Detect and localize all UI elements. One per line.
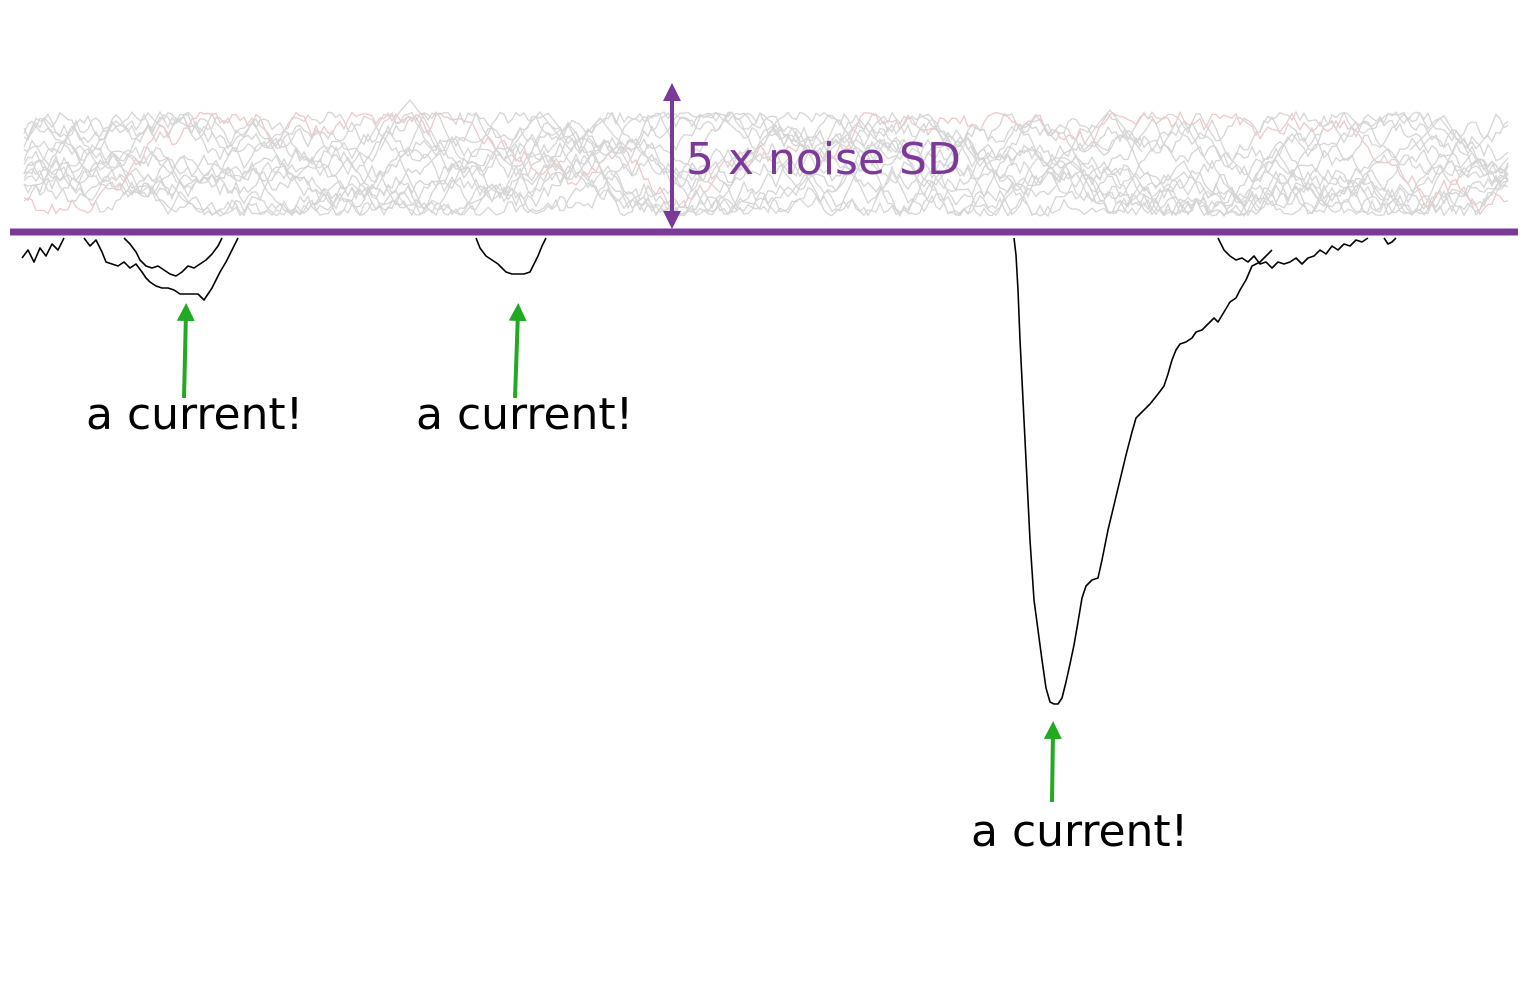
current-label-3: a current!	[971, 806, 1188, 857]
trace-tail-blip	[1383, 237, 1397, 245]
noise-sweep	[23, 145, 1509, 217]
current-arrow-2	[508, 303, 527, 399]
noise-spike	[1409, 116, 1473, 153]
trace-current-1-sweep-b	[83, 237, 239, 301]
noise-sweep	[23, 112, 1509, 210]
baseline-noise-band	[23, 98, 1509, 218]
noise-sweep	[23, 150, 1509, 217]
noise-sweep	[23, 111, 1509, 217]
threshold-label: 5 x noise SD	[686, 134, 961, 185]
noise-spike	[509, 110, 573, 153]
trace-current-1-sweep-c	[123, 237, 223, 277]
current-label-1: a current!	[86, 389, 303, 440]
event-traces	[21, 237, 1397, 705]
current-arrow-3	[1043, 721, 1062, 803]
trace-current-3	[1013, 237, 1273, 705]
noise-sweep	[23, 110, 1509, 217]
current-arrow-1	[176, 303, 195, 399]
noise-sweep	[23, 111, 1509, 209]
trace-current-1-sweep-a	[21, 237, 65, 263]
noise-sweep	[23, 138, 1509, 217]
noise-spike	[829, 118, 893, 153]
noise-spike	[569, 116, 633, 153]
trace-current-2	[475, 237, 547, 275]
noise-sweep	[23, 110, 1509, 216]
trace-current-3-tail	[1217, 237, 1369, 269]
noise-spike	[1079, 108, 1143, 153]
noise-sweep	[23, 111, 1509, 218]
noise-sweep	[23, 111, 1509, 208]
current-label-2: a current!	[416, 389, 633, 440]
noise-spike	[379, 98, 443, 153]
